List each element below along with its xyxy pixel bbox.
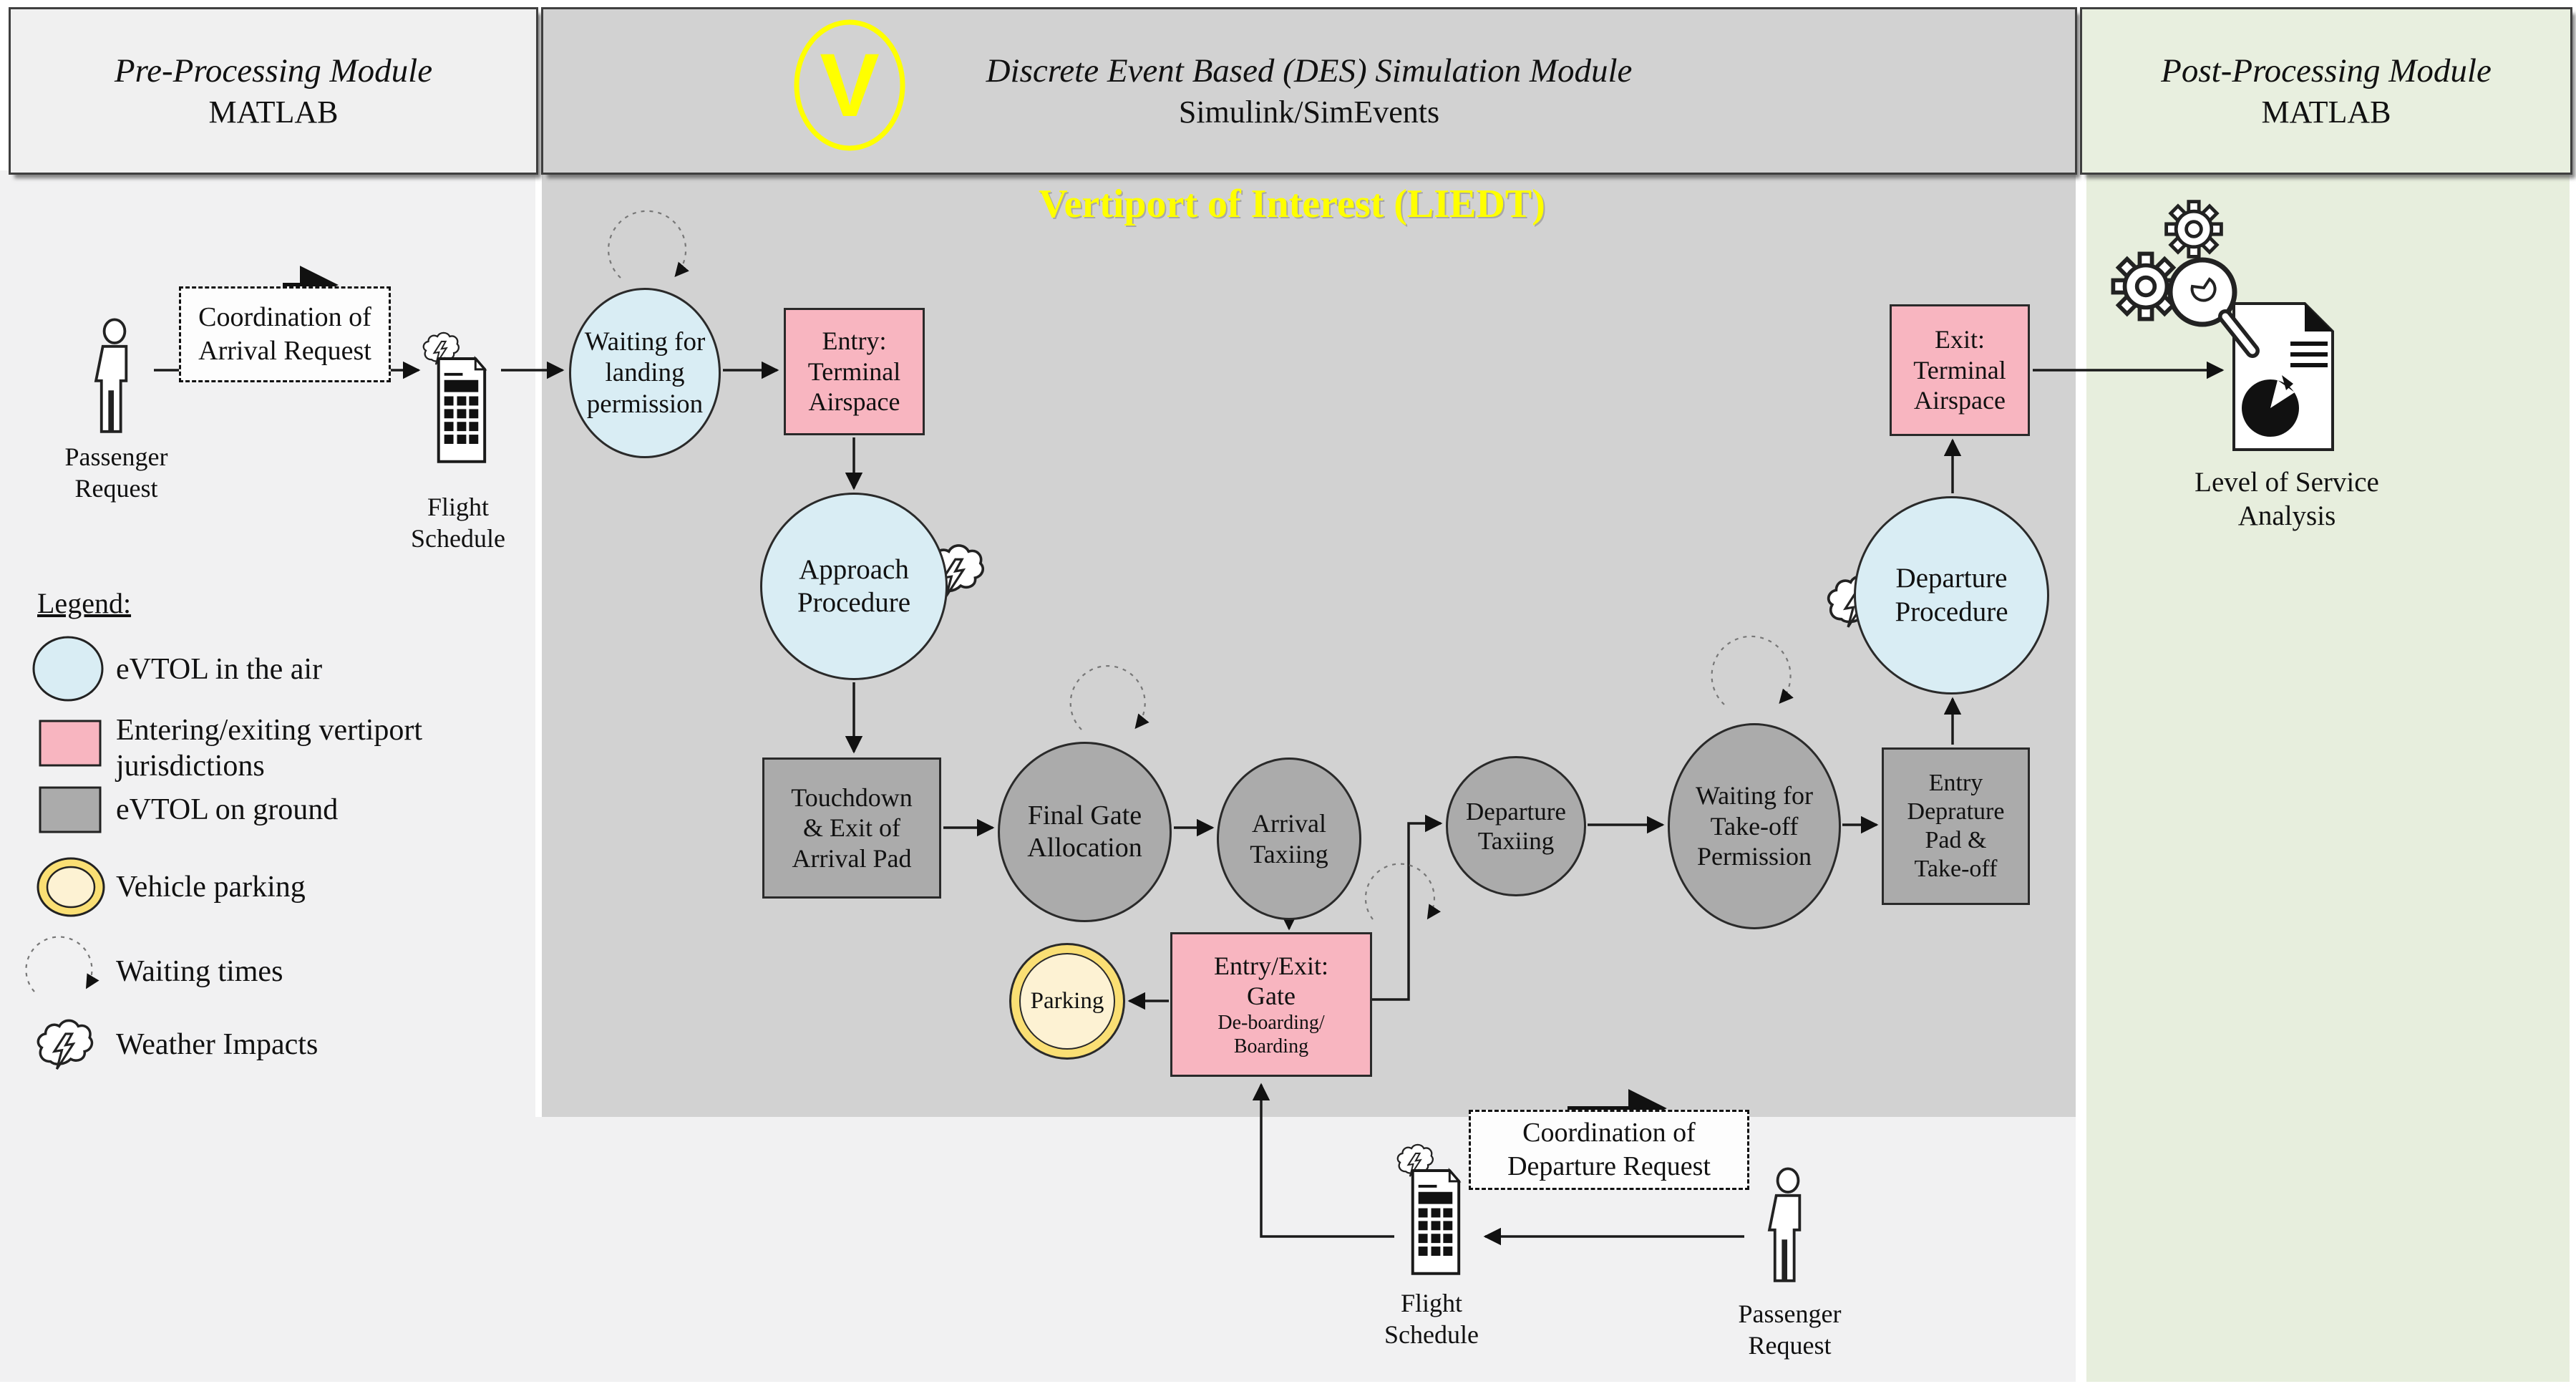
gate-label-sub: De-boarding/ Boarding: [1217, 1012, 1325, 1058]
legend-jurisdiction-label: Entering/exiting vertiport jurisdictions: [116, 713, 423, 783]
waiting-loop-finalgate: [1069, 665, 1150, 730]
node-gate-deboarding-boarding: Entry/Exit: Gate De-boarding/ Boarding: [1170, 932, 1372, 1077]
legend-jurisdiction-swatch: [39, 720, 102, 767]
passenger-request-label-top: Passenger Request: [64, 442, 168, 503]
column-gap-left: [535, 170, 542, 1117]
node-departure-procedure: Departure Procedure: [1854, 496, 2049, 694]
pre-module-title: Pre-Processing Module: [114, 52, 433, 90]
legend-waiting-label: Waiting times: [116, 955, 283, 989]
legend-parking-swatch: [37, 857, 105, 917]
node-arrival-taxiing: Arrival Taxiing: [1217, 757, 1361, 920]
waiting-loop-takeoff: [1711, 635, 1794, 705]
flight-schedule-icon-bottom: [1398, 1145, 1459, 1274]
legend-title: Legend:: [37, 587, 132, 619]
des-module-subtitle: Simulink/SimEvents: [1178, 94, 1440, 130]
arrow-flightschedule-to-gate: [1252, 1083, 1394, 1238]
legend-weather-label: Weather Impacts: [116, 1028, 319, 1062]
node-touchdown-exit-pad: Touchdown & Exit of Arrival Pad: [762, 757, 941, 899]
node-parking: Parking: [1019, 953, 1115, 1050]
legend-weather-icon: [37, 1019, 94, 1071]
waiting-loop-landing: [608, 210, 689, 279]
pre-module-subtitle: MATLAB: [208, 94, 339, 130]
node-approach-procedure: Approach Procedure: [760, 493, 948, 680]
legend-evtol-air-label: eVTOL in the air: [116, 653, 323, 687]
legend-waiting-times-icon: [25, 936, 99, 992]
header-pre-processing: Pre-Processing Module MATLAB: [9, 7, 538, 175]
waiting-loop-gate: [1364, 863, 1441, 920]
des-module-title: Discrete Event Based (DES) Simulation Mo…: [986, 52, 1633, 90]
legend-ground-swatch: [39, 786, 102, 833]
node-waiting-landing: Waiting for landing permission: [569, 288, 721, 458]
logo-circle: [794, 19, 905, 151]
node-waiting-takeoff: Waiting for Take-off Permission: [1668, 723, 1841, 929]
flight-schedule-label-top: Flight Schedule: [411, 493, 505, 553]
legend-parking-label: Vehicle parking: [116, 871, 306, 904]
node-exit-terminal-airspace: Exit: Terminal Airspace: [1890, 304, 2030, 436]
vertiport-logo: V: [794, 19, 905, 151]
passenger-icon-top: [94, 318, 128, 433]
header-post-processing: Post-Processing Module MATLAB: [2080, 7, 2572, 175]
column-gap-right: [2076, 170, 2086, 1382]
node-departure-taxiing: Departure Taxiing: [1446, 756, 1586, 896]
flight-schedule-icon-top: [424, 333, 485, 462]
legend-ground-label: eVTOL on ground: [116, 793, 339, 827]
passenger-request-label-bottom: Passenger Request: [1738, 1299, 1842, 1360]
legend-evtol-air-swatch: [32, 636, 104, 702]
logo-letter: V: [820, 36, 879, 135]
passenger-icon-bottom: [1768, 1167, 1802, 1282]
coordination-departure-box: Coordination of Departure Request: [1469, 1110, 1749, 1190]
post-module-title: Post-Processing Module: [2161, 52, 2492, 90]
flight-schedule-label-bottom: Flight Schedule: [1384, 1289, 1479, 1349]
post-module-subtitle: MATLAB: [2261, 94, 2391, 130]
analysis-label: Level of Service Analysis: [2195, 467, 2379, 531]
gate-label-main: Entry/Exit: Gate: [1214, 951, 1328, 1010]
magnifier-icon: [2167, 257, 2260, 358]
des-panel-title: Vertiport of Interest (LIEDT): [1039, 182, 1545, 227]
node-entry-terminal-airspace: Entry: Terminal Airspace: [784, 308, 925, 435]
node-final-gate-allocation: Final Gate Allocation: [998, 742, 1172, 922]
analysis-report-icon: [2232, 302, 2334, 451]
arrow-gate-to-departuretaxiing: [1372, 814, 1443, 1001]
node-entry-departure-pad: Entry Deprature Pad & Take-off: [1882, 747, 2030, 905]
coordination-arrival-box: Coordination of Arrival Request: [179, 286, 391, 382]
